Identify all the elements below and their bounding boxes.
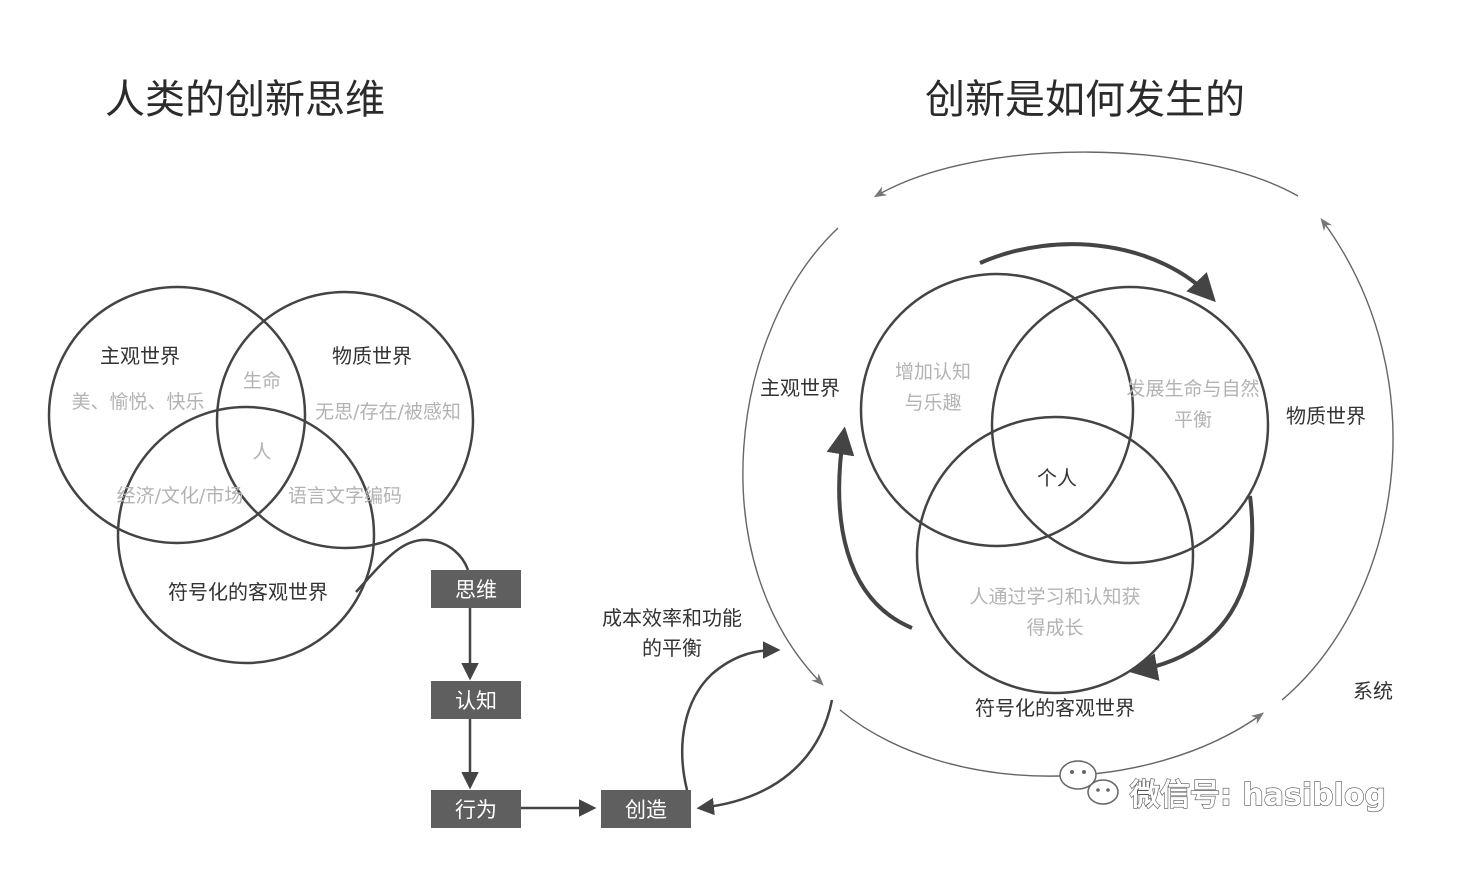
right-label-growth-line2: 得成长 <box>1026 617 1083 639</box>
flow-box-act: 行为 <box>431 790 521 828</box>
right-label-subjective: 主观世界 <box>760 376 840 400</box>
right-label-growth-line1: 人通过学习和认知获 <box>969 586 1140 608</box>
flow-box-cognize: 认知 <box>431 681 521 719</box>
left-label-language: 语言文字编码 <box>288 485 402 507</box>
wechat-icon <box>1059 760 1119 805</box>
outer-cycle <box>742 151 1394 777</box>
venn-to-flow-connector <box>355 538 470 593</box>
arrow-system-to-create <box>696 699 834 816</box>
right-label-life-line2: 平衡 <box>1174 409 1212 431</box>
left-label-material-sub: 无思/存在/被感知 <box>315 401 461 423</box>
left-circle-symbolic <box>116 405 376 665</box>
right-label-cognition-line1: 增加认知 <box>895 361 971 383</box>
outer-arc-left <box>742 227 839 686</box>
flow-box-create: 创造 <box>601 790 691 828</box>
right-label-symbolic: 符号化的客观世界 <box>975 696 1135 720</box>
right-label-material: 物质世界 <box>1286 404 1366 428</box>
right-circle-life <box>990 285 1270 565</box>
left-venn <box>47 285 475 665</box>
outer-arc-bottom <box>839 709 1265 777</box>
wechat-watermark: 微信号: hasiblog <box>1059 760 1387 814</box>
right-circle-cognition <box>859 272 1135 548</box>
left-label-symbolic: 符号化的客观世界 <box>168 580 328 604</box>
watermark-text: 微信号: hasiblog <box>1129 778 1386 813</box>
flow-box-think-label: 思维 <box>455 578 497 602</box>
arrow-create-to-balance <box>681 641 781 791</box>
left-circle-subjective <box>47 285 307 545</box>
outer-arc-top <box>873 151 1299 198</box>
cycle-arrow-right <box>1129 495 1255 681</box>
flow-box-cognize-label: 认知 <box>455 689 497 713</box>
right-venn <box>859 272 1270 695</box>
flow-box-think: 思维 <box>431 570 521 608</box>
left-label-life: 生命 <box>243 370 281 392</box>
left-label-economy: 经济/文化/市场 <box>117 485 244 507</box>
right-label-individual: 个人 <box>1037 466 1077 490</box>
cycle-arrow-left <box>826 426 913 630</box>
right-label-life-line1: 发展生命与自然 <box>1126 378 1259 400</box>
balance-label-line1: 成本效率和功能 <box>602 606 742 630</box>
left-label-person: 人 <box>252 441 271 463</box>
left-label-subjective-sub: 美、愉悦、快乐 <box>71 391 204 413</box>
left-title: 人类的创新思维 <box>105 77 385 123</box>
right-circle-growth <box>915 415 1195 695</box>
right-label-system: 系统 <box>1353 679 1393 703</box>
left-circle-material <box>215 290 475 550</box>
right-label-cognition-line2: 与乐趣 <box>904 392 961 414</box>
flow-box-act-label: 行为 <box>455 798 497 822</box>
outer-arc-right <box>1281 217 1394 701</box>
flow-box-create-label: 创造 <box>625 798 667 822</box>
left-label-material: 物质世界 <box>332 344 412 368</box>
balance-label-line2: 的平衡 <box>642 636 702 660</box>
left-label-subjective: 主观世界 <box>100 344 180 368</box>
cycle-arrow-top <box>979 242 1216 303</box>
right-title: 创新是如何发生的 <box>925 77 1245 123</box>
